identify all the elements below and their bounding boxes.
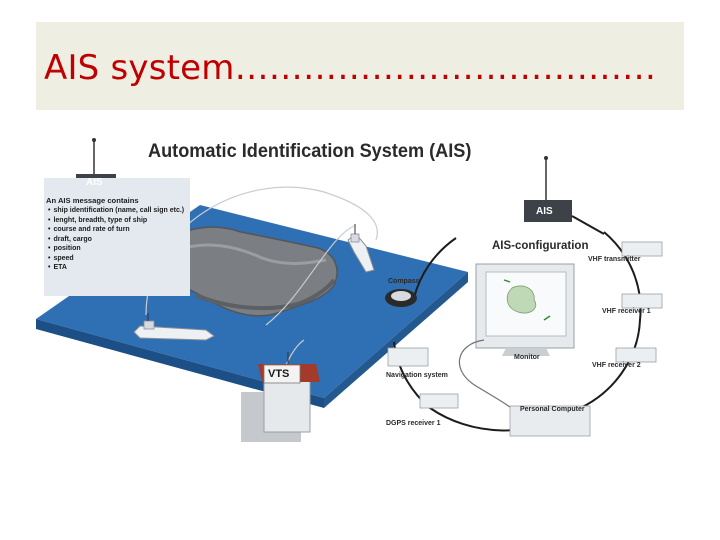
antenna-tip (544, 156, 548, 160)
radio-link-arc (265, 225, 355, 326)
title-bar: AIS system………………………………. (36, 22, 684, 110)
ais-label-right: AIS (536, 206, 553, 217)
vhf-receiver-2-label: VHF receiver 2 (592, 362, 641, 369)
vhf-receiver-2-box (615, 347, 657, 363)
ais-transponder-right (524, 200, 572, 222)
ring-link-ais (571, 215, 605, 235)
personal-computer-label: Personal Computer (520, 406, 585, 413)
sea-edge-front (36, 319, 324, 408)
diagram-title: Automatic Identification System (AIS) (148, 140, 472, 162)
personal-computer-box (509, 405, 591, 437)
vhf-receiver-1-box (621, 293, 663, 309)
monitor-map-island (506, 285, 537, 314)
ship-right-bridge (350, 233, 360, 243)
monitor-map-ship (543, 315, 551, 321)
vts-building-body (263, 379, 311, 433)
info-list: ship identification (name, call sign etc… (48, 206, 184, 273)
vts-sign (263, 364, 301, 384)
sea-edge-right (324, 272, 468, 408)
navigation-system-label: Navigation system (386, 372, 448, 379)
vhf-transmitter-label: VHF transmitter (588, 256, 641, 263)
info-item: speed (48, 254, 184, 264)
compass-label: Compass (388, 278, 420, 285)
vts-label: VTS (268, 368, 290, 380)
info-item: course and rate of turn (48, 225, 184, 235)
monitor-label: Monitor (514, 354, 540, 361)
antenna-tip (92, 138, 96, 142)
dgps-receiver-label: DGPS receiver 1 (386, 420, 441, 427)
compass-dial (391, 291, 411, 301)
info-item: lenght, breadth, type of ship (48, 216, 184, 226)
info-heading: An AIS message contains (46, 196, 139, 205)
info-item: ETA (48, 263, 184, 273)
island-ridge (177, 243, 327, 265)
monitor-stand (502, 348, 550, 356)
ship-left (133, 325, 215, 341)
monitor-map-ship (503, 279, 511, 283)
ship-left-bridge (143, 320, 155, 330)
dgps-receiver-box (419, 393, 459, 409)
info-item: position (48, 244, 184, 254)
ais-diagram: An AIS message contains ship identificat… (36, 130, 666, 452)
ais-label-left: AIS (86, 177, 103, 188)
info-item: ship identification (name, call sign etc… (48, 206, 184, 216)
vhf-transmitter-box (621, 241, 663, 257)
info-item: draft, cargo (48, 235, 184, 245)
slide-title: AIS system………………………………. (44, 48, 657, 88)
island-shadow (195, 278, 336, 311)
monitor-cable (458, 339, 517, 413)
vhf-receiver-1-label: VHF receiver 1 (602, 308, 651, 315)
config-label: AIS-configuration (492, 240, 589, 252)
navigation-system-box (387, 347, 429, 367)
